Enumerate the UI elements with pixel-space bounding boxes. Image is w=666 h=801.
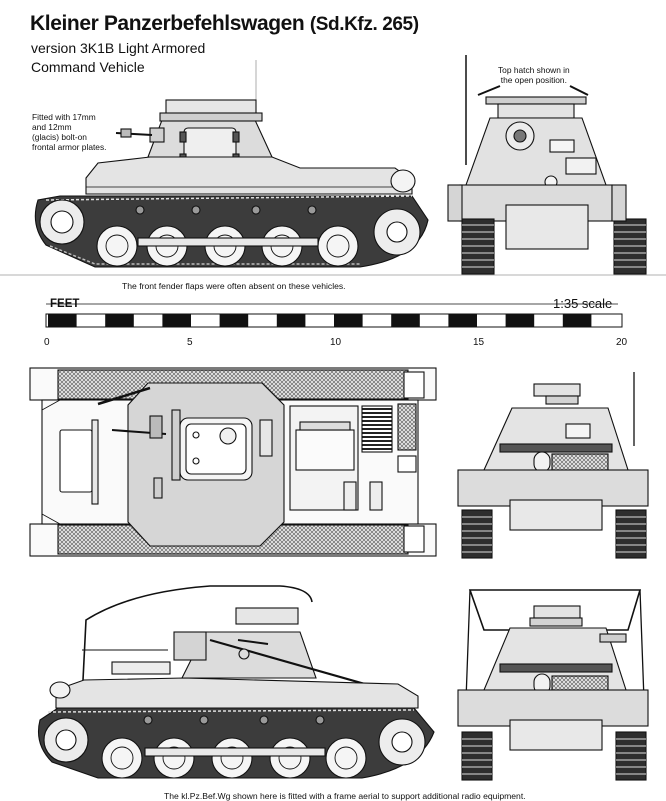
scale-bar bbox=[45, 303, 623, 328]
scale-segment bbox=[562, 314, 592, 327]
side-view-frame-aerial bbox=[37, 585, 435, 779]
scale-tick-label: 0 bbox=[44, 337, 50, 348]
page-title: Kleiner Panzerbefehlswagen (Sd.Kfz. 265) bbox=[30, 12, 419, 36]
scale-segment bbox=[105, 314, 134, 327]
scale-segment bbox=[162, 314, 191, 327]
scale-segment bbox=[391, 314, 420, 327]
top-view bbox=[29, 367, 437, 557]
fender-caption: The front fender flaps were often absent… bbox=[122, 281, 346, 291]
title-main: Kleiner Panzerbefehlswagen bbox=[30, 12, 305, 35]
hatch-note: Top hatch shown in the open position. bbox=[498, 65, 570, 85]
scale-segment bbox=[334, 314, 363, 327]
hatch-note-line: the open position. bbox=[500, 75, 567, 85]
scale-tick-label: 10 bbox=[330, 337, 342, 348]
bottom-caption: The kl.Pz.Bef.Wg shown here is fitted wi… bbox=[164, 791, 526, 801]
scale-tick-label: 20 bbox=[616, 337, 628, 348]
subtitle-line1: version 3K1B Light Armored bbox=[31, 40, 206, 56]
armor-note-line: and 12mm bbox=[32, 122, 72, 132]
scale-segment bbox=[48, 314, 77, 327]
scale-tick-label: 5 bbox=[187, 337, 193, 348]
rear-view-frame-aerial bbox=[457, 589, 649, 781]
scale-segment bbox=[219, 314, 249, 327]
guide-lines bbox=[0, 60, 666, 276]
hatch-note-line: Top hatch shown in bbox=[498, 65, 570, 75]
scale-ratio-label: 1:35 scale bbox=[553, 296, 613, 311]
front-view-hatch-open bbox=[447, 55, 647, 275]
title-code: (Sd.Kfz. 265) bbox=[309, 14, 419, 35]
armor-note-line: frontal armor plates. bbox=[32, 142, 107, 152]
scale-segment bbox=[505, 314, 535, 327]
scale-segment bbox=[448, 314, 477, 327]
subtitle-line2: Command Vehicle bbox=[31, 59, 145, 75]
scale-segment bbox=[276, 314, 306, 327]
rear-view bbox=[457, 372, 649, 559]
scale-tick-label: 15 bbox=[473, 337, 485, 348]
armor-note-line: (glacis) bolt-on bbox=[32, 132, 87, 142]
armor-note-line: Fitted with 17mm bbox=[32, 112, 96, 122]
side-view-closed bbox=[34, 99, 429, 268]
armor-note: Fitted with 17mm and 12mm (glacis) bolt-… bbox=[32, 112, 106, 152]
